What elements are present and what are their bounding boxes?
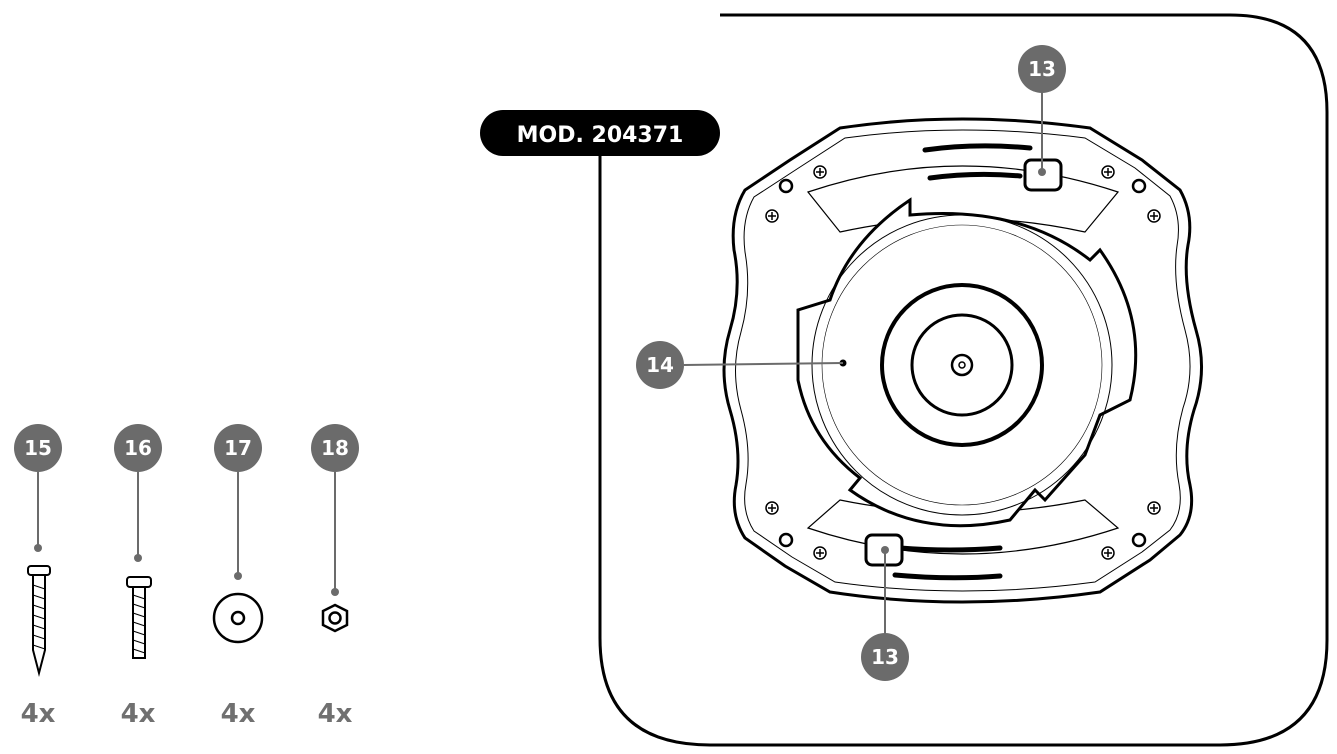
quantity-short-screw: 4x bbox=[121, 699, 156, 729]
callout-13-bottom: 13 bbox=[861, 546, 909, 681]
svg-text:15: 15 bbox=[24, 436, 52, 460]
callout-14: 14 bbox=[636, 341, 844, 389]
model-badge: MOD. 204371 bbox=[480, 110, 720, 156]
top-slot-groove-2 bbox=[927, 171, 1023, 181]
svg-text:13: 13 bbox=[1028, 57, 1056, 81]
quantity-hex-nut: 4x bbox=[318, 699, 353, 729]
callout-15: 15 bbox=[14, 424, 62, 552]
washer-icon bbox=[212, 592, 264, 644]
quantity-washer: 4x bbox=[221, 699, 256, 729]
rotating-plate-rim bbox=[811, 214, 1113, 516]
svg-text:13: 13 bbox=[871, 645, 899, 669]
top-slot-groove-1 bbox=[922, 143, 1033, 153]
callout-17: 17 bbox=[214, 424, 262, 580]
long-screw-icon bbox=[27, 565, 51, 677]
model-label: MOD. 204371 bbox=[517, 123, 684, 148]
svg-text:14: 14 bbox=[646, 353, 674, 377]
hex-nut-icon bbox=[321, 603, 349, 633]
callout-13-top: 13 bbox=[1018, 45, 1066, 176]
bottom-slot-groove-1 bbox=[897, 545, 1003, 553]
mounting-holes bbox=[778, 178, 1147, 548]
svg-text:16: 16 bbox=[124, 436, 152, 460]
frame-outline bbox=[598, 13, 1329, 747]
callout-18: 18 bbox=[311, 424, 359, 596]
quantity-long-screw: 4x bbox=[21, 699, 56, 729]
bottom-slot-groove-2 bbox=[892, 572, 1003, 581]
hub-center-pin bbox=[958, 361, 966, 369]
callout-16: 16 bbox=[114, 424, 162, 562]
svg-text:17: 17 bbox=[224, 436, 252, 460]
short-screw-icon bbox=[126, 576, 152, 659]
base-plate-inner-edge bbox=[735, 129, 1191, 592]
rotating-plate-inner-rim bbox=[821, 224, 1103, 506]
svg-text:18: 18 bbox=[321, 436, 349, 460]
plus-screws bbox=[765, 165, 1161, 560]
